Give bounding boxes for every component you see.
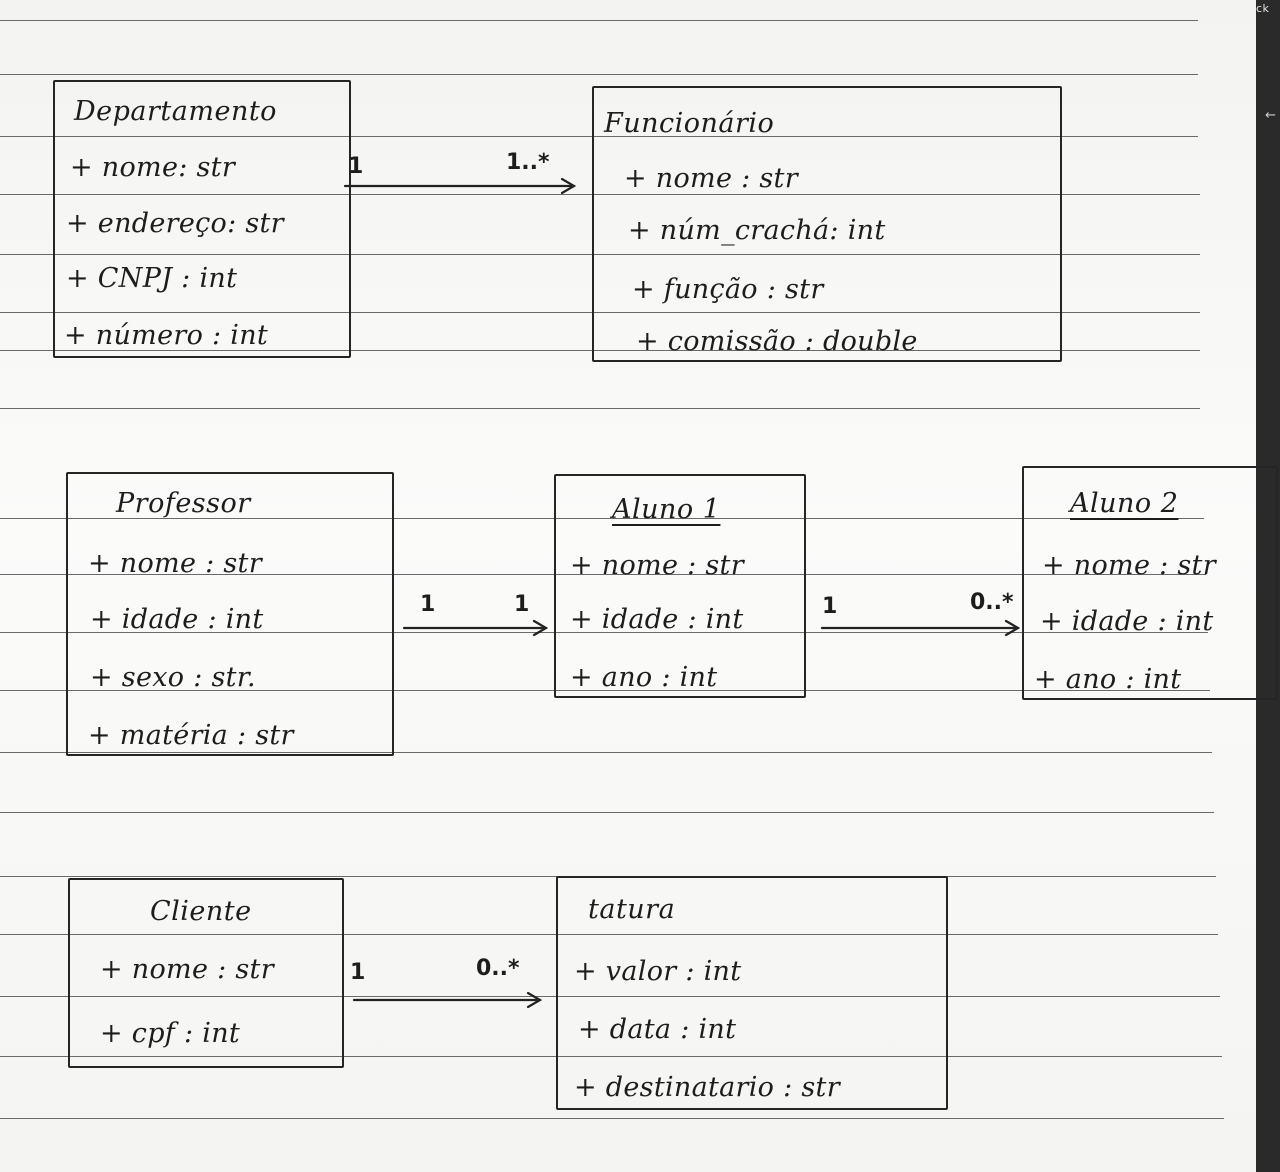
multiplicity-label: 1 [514,592,530,617]
attribute: + comissão : double [636,326,918,357]
class-title-cliente: Cliente [150,896,252,927]
attribute: + cpf : int [100,1018,241,1049]
multiplicity-label: 1 [350,960,366,985]
attribute: + endereço: str [66,208,284,239]
attribute: + ano : int [1034,664,1182,695]
multiplicity-label: 0..* [970,590,1014,615]
attribute: + nome : str [624,163,798,194]
attribute: + CNPJ : int [66,263,238,294]
attribute: + núm_crachá: int [628,215,886,246]
class-title-aluno2: Aluno 2 [1070,488,1179,519]
multiplicity-label: 1..* [506,150,550,175]
attribute: + nome : str [100,954,274,985]
class-title-professor: Professor [116,488,251,519]
class-cliente [68,878,344,1068]
class-professor [66,472,394,756]
attribute: + idade : int [90,604,264,635]
class-funcionario [592,86,1062,362]
multiplicity-label: 0..* [476,956,520,981]
attribute: + ano : int [570,662,718,693]
arrowhead-icon [526,991,543,1009]
attribute: + idade : int [570,604,744,635]
attribute: + função : str [632,274,824,305]
multiplicity-label: 1 [420,592,436,617]
attribute: + nome : str [88,548,262,579]
attribute: + matéria : str [88,720,294,751]
attribute: + nome: str [70,152,236,183]
class-title-departamento: Departamento [74,96,277,127]
edge-label: ck [1256,2,1270,15]
class-title-aluno1: Aluno 1 [612,494,721,525]
multiplicity-label: 1 [822,594,838,619]
class-tatuagem [556,876,948,1110]
class-aluno1 [554,474,806,698]
arrowhead-icon [1004,619,1021,637]
class-departamento [53,80,351,358]
attribute: + número : int [64,320,269,351]
attribute: + destinatario : str [574,1072,840,1103]
left-arrow-icon[interactable]: ← [1265,108,1276,123]
attribute: + data : int [578,1014,737,1045]
class-title-funcionario: Funcionário [604,108,775,139]
attribute: + sexo : str. [90,662,256,693]
class-aluno2 [1022,466,1278,700]
attribute: + idade : int [1040,606,1214,637]
multiplicity-label: 1 [348,154,364,179]
attribute: + nome : str [570,550,744,581]
arrowhead-icon [560,177,577,195]
attribute: + valor : int [574,956,742,987]
arrowhead-icon [532,619,549,637]
class-title-tatuagem: tatura [588,894,676,925]
attribute: + nome : str [1042,550,1216,581]
